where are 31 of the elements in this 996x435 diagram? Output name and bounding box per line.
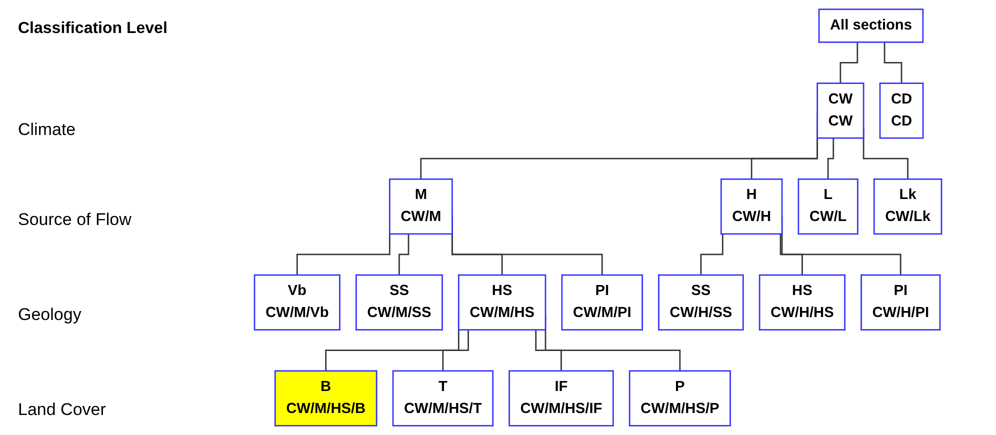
- node-box: All sections: [818, 8, 924, 43]
- column-heading: Classification Level: [18, 20, 168, 38]
- connector: [827, 138, 834, 180]
- node-box: CW CW: [816, 82, 864, 139]
- connector: [700, 234, 724, 276]
- level-label: Land Cover: [18, 400, 106, 420]
- node-box: T CW/M/HS/T: [392, 370, 494, 426]
- node-box: PI CW/M/PI: [561, 274, 643, 330]
- node-box: M CW/M: [388, 178, 453, 235]
- node-box: L CW/L: [798, 178, 858, 235]
- connector: [840, 42, 858, 84]
- level-label: Geology: [18, 305, 82, 325]
- connector: [442, 330, 469, 372]
- node-box: B CW/M/HS/B: [274, 370, 378, 426]
- level-label: Source of Flow: [18, 210, 132, 230]
- node-box: PI CW/H/PI: [860, 274, 941, 330]
- node-box: H CW/H: [720, 178, 783, 235]
- node-box: SS CW/H/SS: [658, 274, 744, 330]
- connector: [780, 234, 803, 276]
- level-label: Climate: [18, 120, 76, 140]
- connector: [535, 330, 562, 372]
- node-box: HS CW/M/HS: [458, 274, 546, 330]
- connector: [398, 234, 410, 276]
- node-box: P CW/M/HS/P: [628, 370, 731, 426]
- node-box: IF CW/M/HS/IF: [508, 370, 614, 426]
- node-box: Lk CW/Lk: [873, 178, 942, 235]
- node-box: CD CD: [879, 82, 924, 139]
- node-box: HS CW/H/HS: [758, 274, 846, 330]
- node-box: Vb CW/M/Vb: [254, 274, 340, 330]
- connector: [884, 42, 902, 84]
- node-box: SS CW/M/SS: [356, 274, 443, 330]
